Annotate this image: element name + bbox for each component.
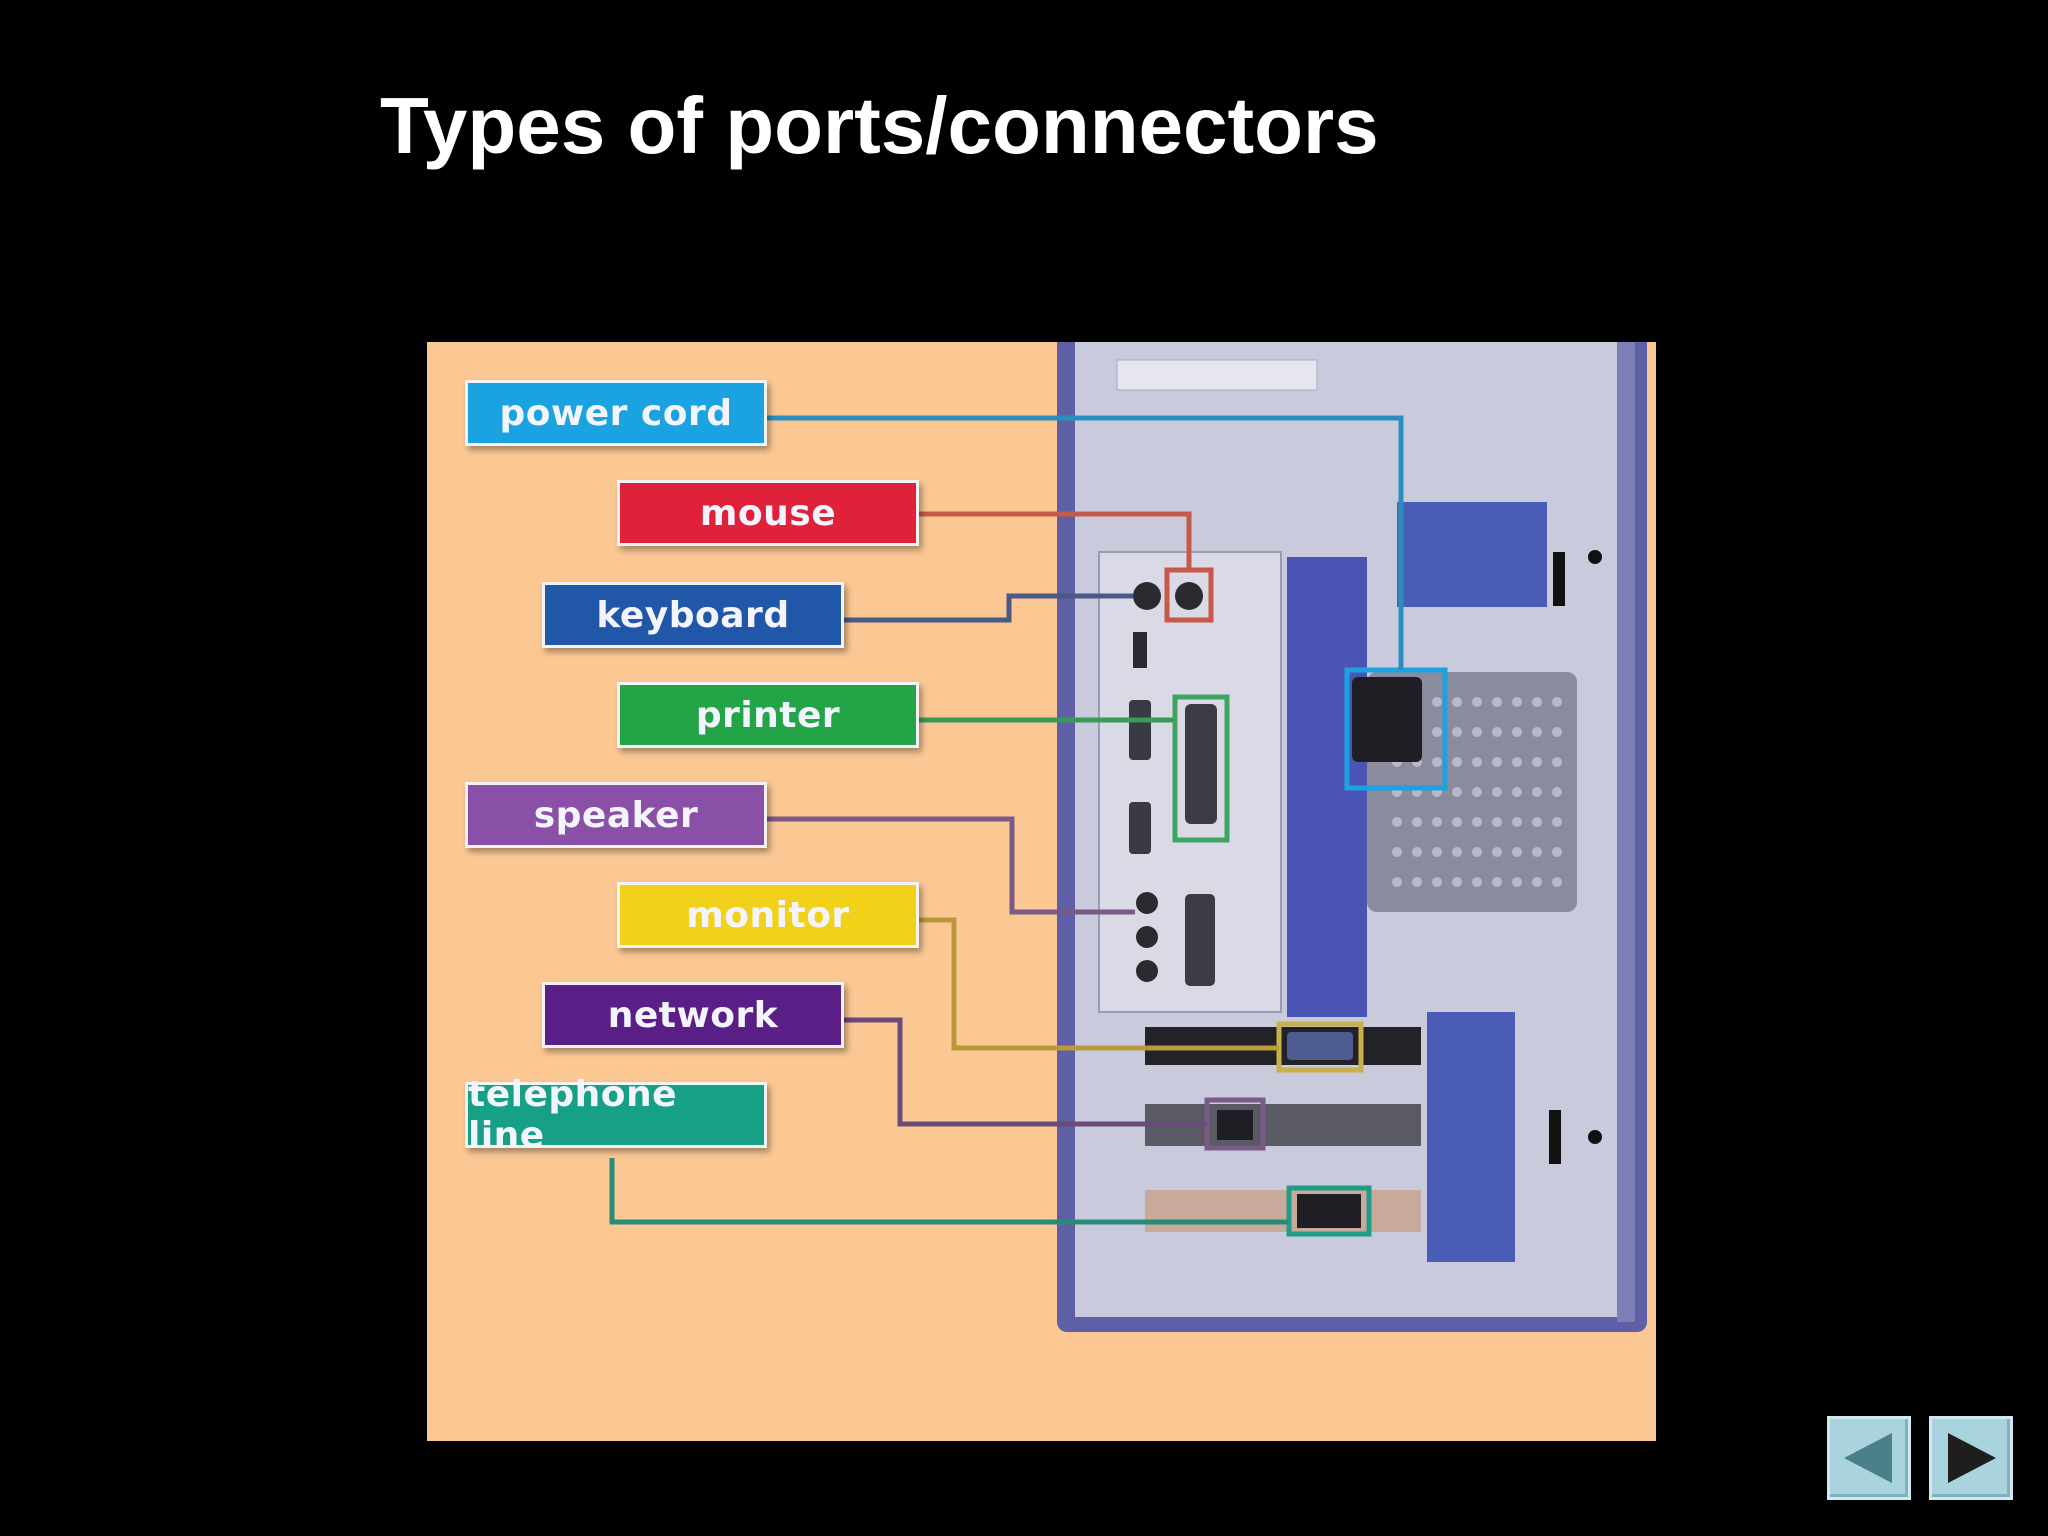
line-speaker [765, 816, 1135, 915]
latch-top [1553, 552, 1565, 606]
lower-blue-panel [1427, 1012, 1515, 1262]
line-telephone [609, 1158, 1289, 1225]
label-monitor: monitor [617, 882, 919, 948]
telephone-port-highlight [1286, 1185, 1372, 1237]
audio-jack-2 [1136, 926, 1158, 948]
rj11-port [1297, 1194, 1361, 1228]
audio-jack-1 [1136, 892, 1158, 914]
parallel-port [1185, 704, 1217, 824]
next-slide-button[interactable] [1929, 1416, 2013, 1500]
label-telephone-line: telephone line [465, 1074, 767, 1156]
label-keyboard: keyboard [542, 582, 844, 648]
latch-bottom [1549, 1110, 1561, 1164]
label-speaker: speaker [465, 782, 767, 848]
serial-port-1 [1129, 700, 1151, 760]
spec-label-panel [1397, 502, 1547, 607]
previous-slide-button[interactable] [1827, 1416, 1911, 1500]
line-monitor [917, 917, 1279, 1051]
screw-top [1588, 550, 1602, 564]
line-network [842, 1017, 1207, 1127]
ports-diagram: power cord mouse keyboard printer speake… [427, 342, 1656, 1441]
serial-sticker [1116, 359, 1318, 391]
audio-jack-3 [1136, 960, 1158, 982]
mouse-ps2-port [1175, 582, 1203, 610]
screw-bottom [1588, 1130, 1602, 1144]
line-power-cord [765, 415, 1404, 670]
keyboard-ps2-port [1133, 582, 1161, 610]
slide-title: Types of ports/connectors [380, 81, 1379, 170]
printer-port-highlight [1172, 694, 1230, 843]
label-printer: printer [617, 682, 919, 748]
rj45-port [1217, 1110, 1253, 1140]
case-side-trim [1617, 342, 1635, 1322]
label-mouse: mouse [617, 480, 919, 546]
connector-lines [609, 415, 1404, 1225]
triangle-right-icon [1948, 1433, 1996, 1483]
label-network: network [542, 982, 844, 1048]
serial-port-2 [1129, 802, 1151, 854]
line-mouse [917, 511, 1192, 570]
usb-ports [1133, 632, 1147, 668]
line-keyboard [842, 593, 1133, 623]
modem-card-bracket [1145, 1190, 1421, 1232]
triangle-left-icon [1844, 1433, 1892, 1483]
vga-port [1287, 1032, 1353, 1060]
game-port [1185, 894, 1215, 986]
power-socket-highlight [1344, 667, 1448, 791]
label-power-cord: power cord [465, 380, 767, 446]
power-socket [1352, 677, 1422, 762]
computer-back-panel-illustration [609, 342, 1647, 1332]
